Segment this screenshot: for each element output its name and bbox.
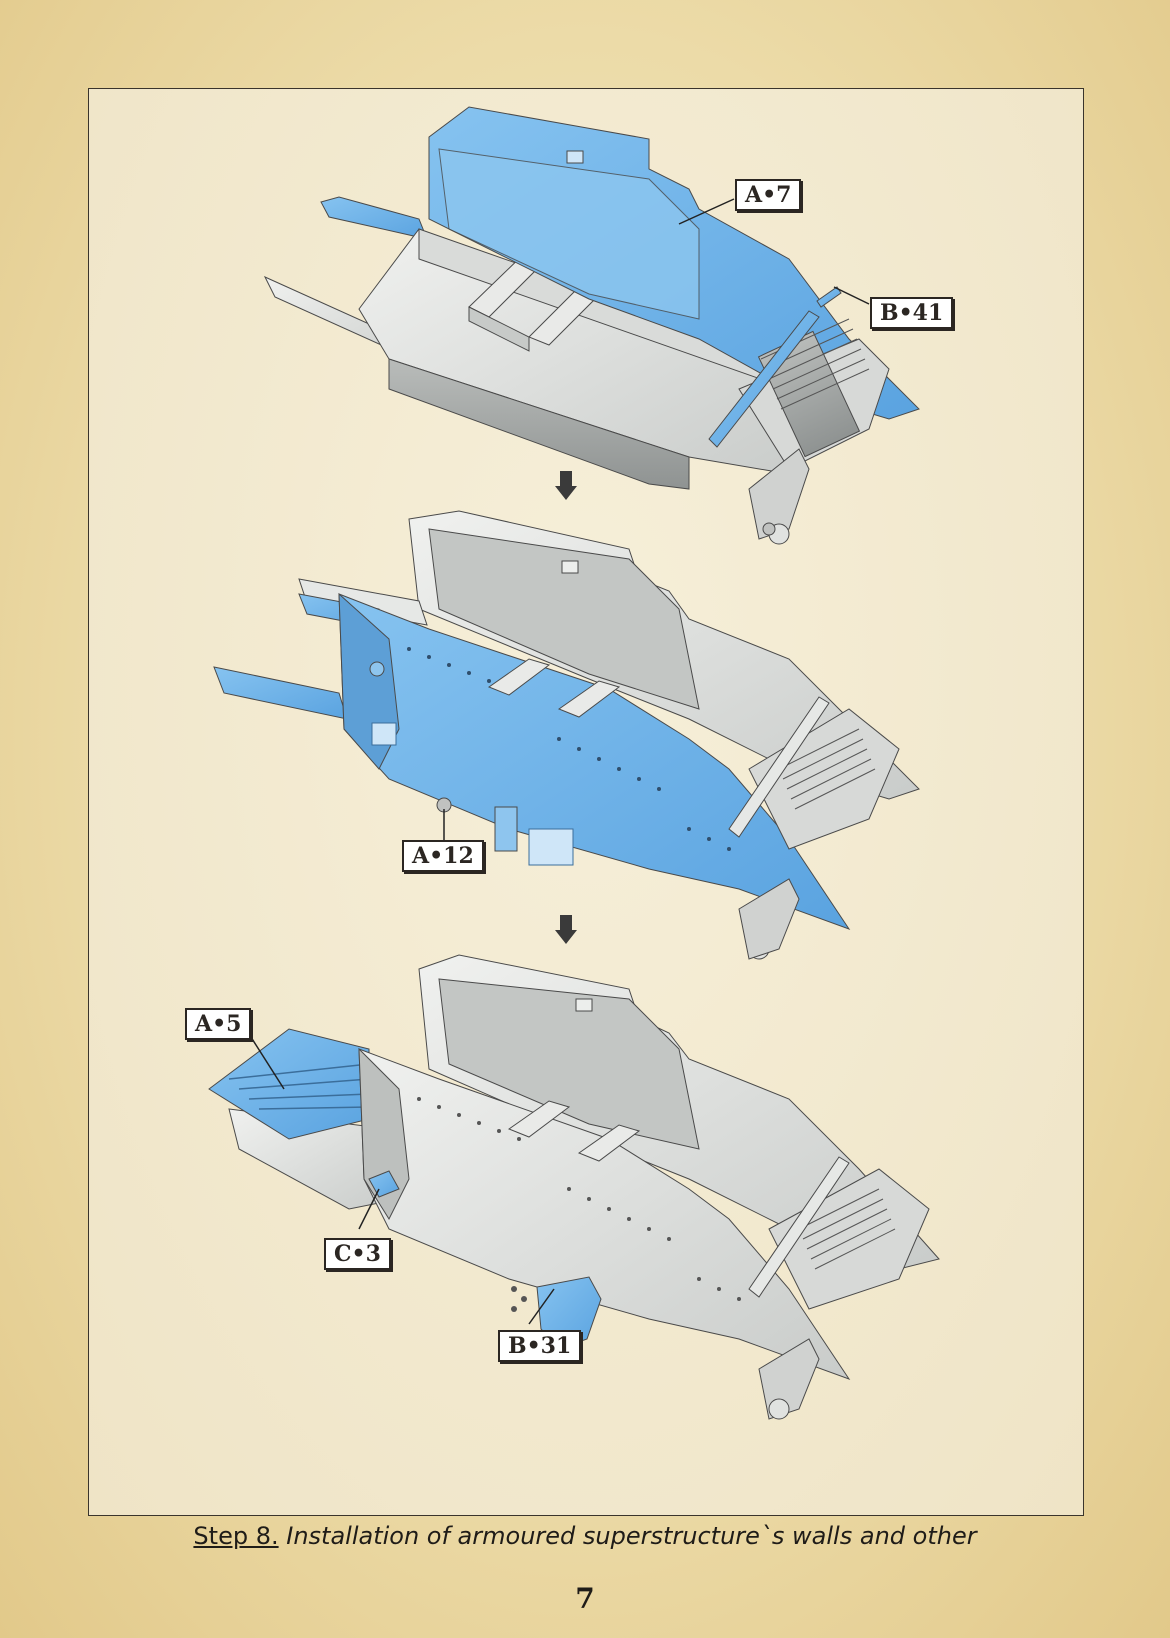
part-label-a7: A•7 xyxy=(735,179,802,211)
part-label-a12: A•12 xyxy=(402,840,484,872)
stage-3-assembly xyxy=(208,954,940,1420)
part-label-c3: C•3 xyxy=(324,1238,391,1270)
stage-1-assembly xyxy=(263,106,920,545)
step-caption: Step 8. Installation of armoured superst… xyxy=(0,1522,1170,1550)
down-arrow-icon xyxy=(555,915,577,944)
page-number: 7 xyxy=(575,1582,595,1615)
part-label-a5: A•5 xyxy=(185,1008,252,1040)
step-number: Step 8. xyxy=(193,1522,279,1550)
instruction-frame: A•7 B•41 A•12 A•5 C•3 B•31 xyxy=(88,88,1084,1516)
down-arrow-icon xyxy=(555,471,577,500)
step-title: Installation of armoured superstructure`… xyxy=(286,1522,977,1550)
stage-2-assembly xyxy=(213,510,920,960)
part-label-b31: B•31 xyxy=(498,1330,582,1362)
part-label-b41: B•41 xyxy=(870,297,954,329)
assembly-diagram xyxy=(208,106,940,1420)
